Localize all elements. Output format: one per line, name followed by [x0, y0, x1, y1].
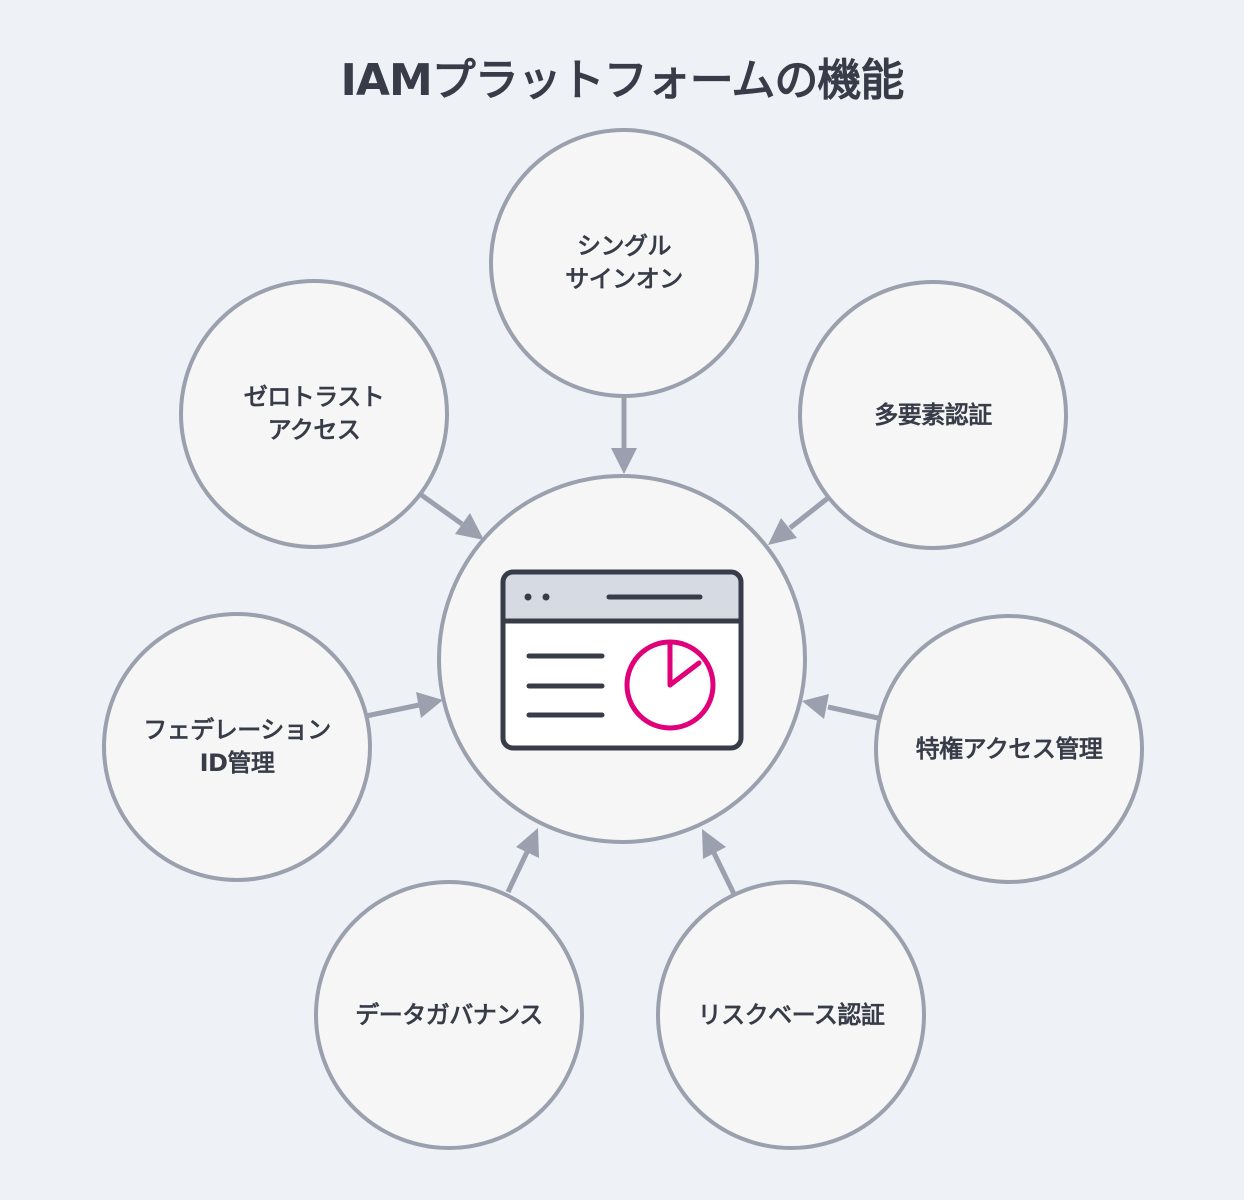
arrowhead-governance	[516, 828, 539, 858]
feature-risk-based-auth: リスクベース認証	[656, 880, 926, 1150]
arrow-governance	[505, 850, 530, 894]
arrowhead-risk	[702, 829, 726, 859]
feature-label: リスクベース認証	[697, 1000, 885, 1029]
feature-label: 多要素認証	[874, 400, 992, 429]
feature-label: シングル	[577, 232, 672, 260]
arrow-risk	[711, 851, 737, 896]
iam-platform-hub	[437, 474, 807, 844]
feature-label: ID管理	[199, 749, 275, 777]
arrowhead-mfa	[768, 518, 797, 545]
feature-single-sign-on: シングル サインオン	[489, 128, 759, 398]
arrowhead-zerotrust	[455, 513, 484, 540]
feature-data-governance: データガバナンス	[314, 880, 584, 1150]
feature-federated-identity: フェデレーション ID管理	[102, 612, 372, 882]
feature-zero-trust-access: ゼロトラスト アクセス	[179, 279, 449, 549]
feature-label: ゼロトラスト	[243, 383, 385, 411]
feature-label: フェデレーション	[143, 716, 331, 744]
arrowhead-sso	[611, 448, 637, 474]
feature-privileged-access-management: 特権アクセス管理	[874, 614, 1144, 884]
arrow-pam	[827, 704, 879, 721]
arrow-zerotrust	[418, 491, 464, 527]
dashboard-window-pie-chart-icon	[500, 569, 744, 751]
arrow-mfa	[788, 496, 830, 530]
feature-label: サインオン	[565, 265, 683, 293]
feature-label: 特権アクセス管理	[915, 734, 1103, 763]
arrow-federation	[365, 702, 420, 719]
feature-multi-factor-auth: 多要素認証	[798, 280, 1068, 550]
arrowhead-federation	[416, 692, 443, 718]
feature-label: データガバナンス	[355, 1000, 543, 1029]
arrowhead-pam	[802, 694, 829, 719]
diagram-title: IAMプラットフォームの機能	[340, 55, 905, 106]
feature-label: アクセス	[267, 416, 361, 444]
